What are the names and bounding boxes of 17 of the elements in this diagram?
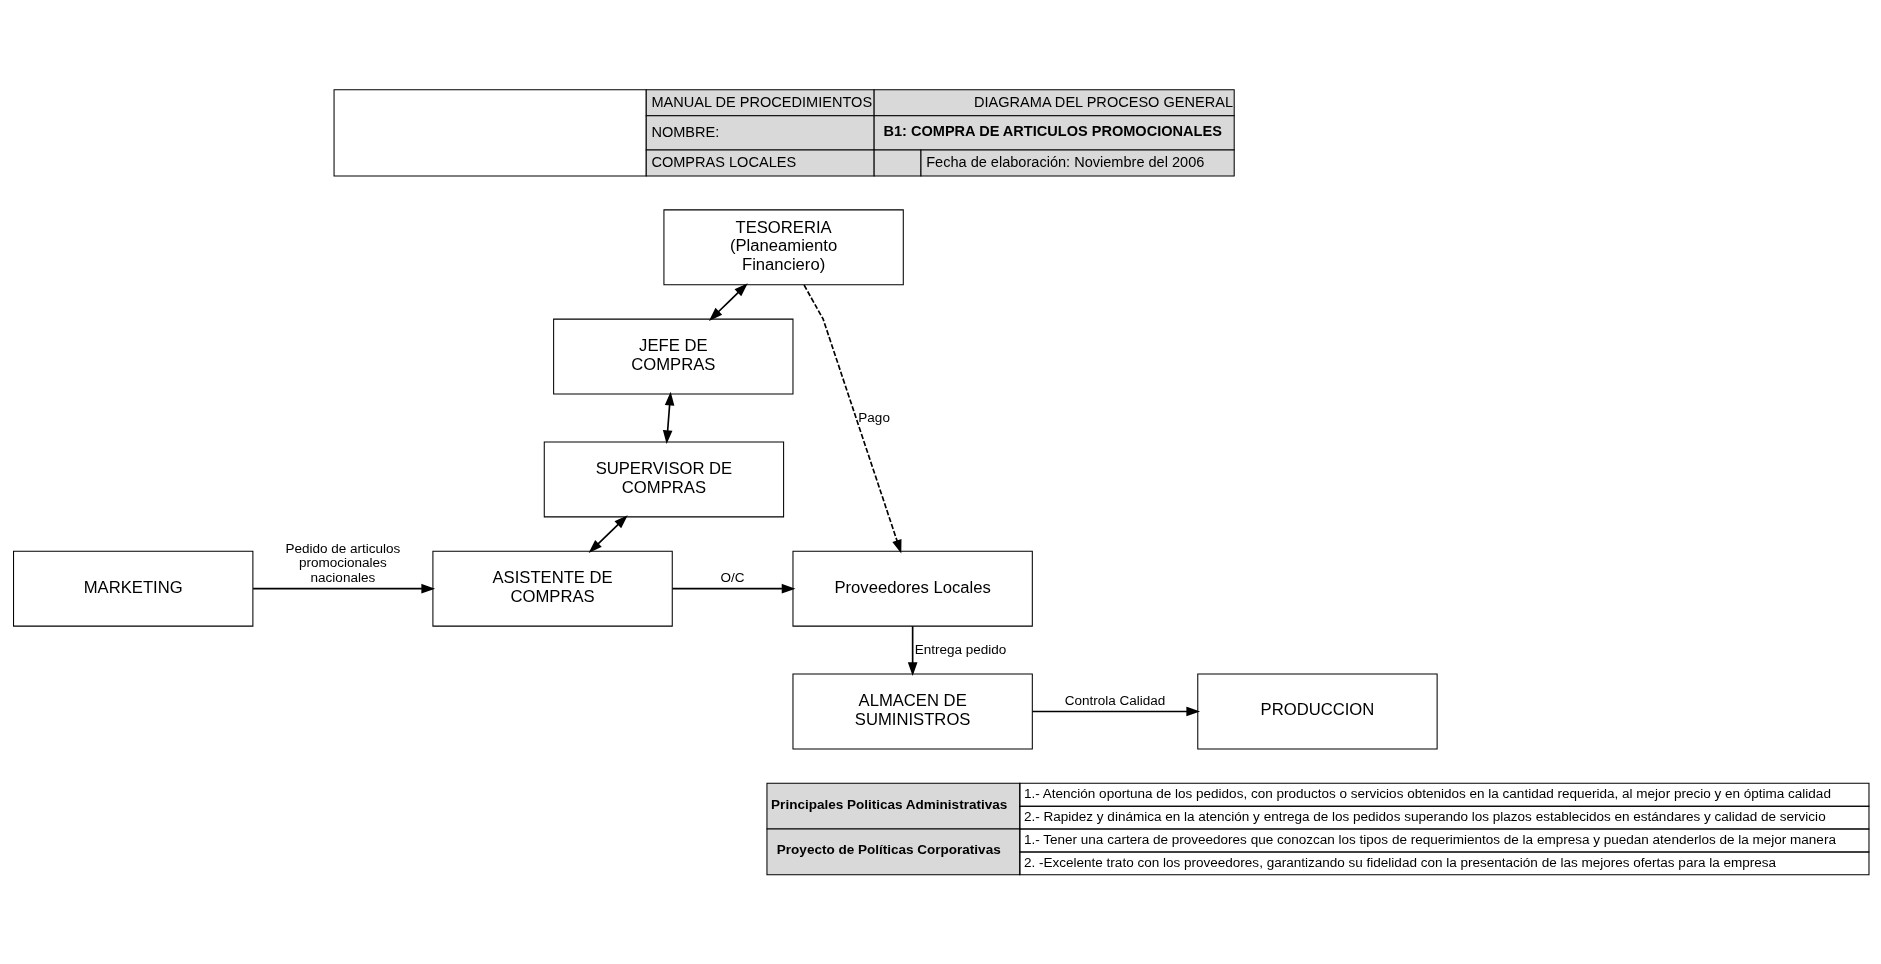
edge-label: Entrega pedido <box>914 641 1006 657</box>
edge-label: Pago <box>857 409 890 425</box>
edge-label: Pedido de articulos promocionales nacionales <box>284 540 400 585</box>
label: 2. -Excelente trato con los proveedores, garantizando su fidelidad con la presentación de las mejores ofertas para la empresa <box>1023 854 1776 870</box>
edge-label: Controla Calidad <box>1064 692 1165 708</box>
label: Principales Politicas Administrativas <box>770 796 1007 812</box>
label: MANUAL DE PROCEDIMIENTOS <box>650 93 872 110</box>
label: Fecha de elaboración: Noviembre del 2006 <box>925 153 1204 170</box>
label: 1.- Atención oportuna de los pedidos, con productos o servicios obtenidos en la cantidad requerida, al mejor precio y en óptima calidad <box>1023 786 1831 802</box>
label: B1: COMPRA DE ARTICULOS PROMOCIONALES <box>883 122 1222 139</box>
label: NOMBRE: <box>650 123 719 140</box>
label: 2.- Rapidez y dinámica en la atención y entrega de los pedidos superando los plazos establecidos en estándares y calidad de servicio <box>1023 809 1826 825</box>
label: DIAGRAMA DEL PROCESO GENERAL <box>973 93 1233 110</box>
label: 1.- Tener una cartera de proveedores que conozcan los tipos de requerimientos de la empresa y puedan atenderlos de la mejor manera <box>1023 832 1836 848</box>
edge-label: O/C <box>720 569 745 585</box>
label: Proyecto de Políticas Corporativas <box>776 842 1001 858</box>
label: COMPRAS LOCALES <box>650 153 796 170</box>
